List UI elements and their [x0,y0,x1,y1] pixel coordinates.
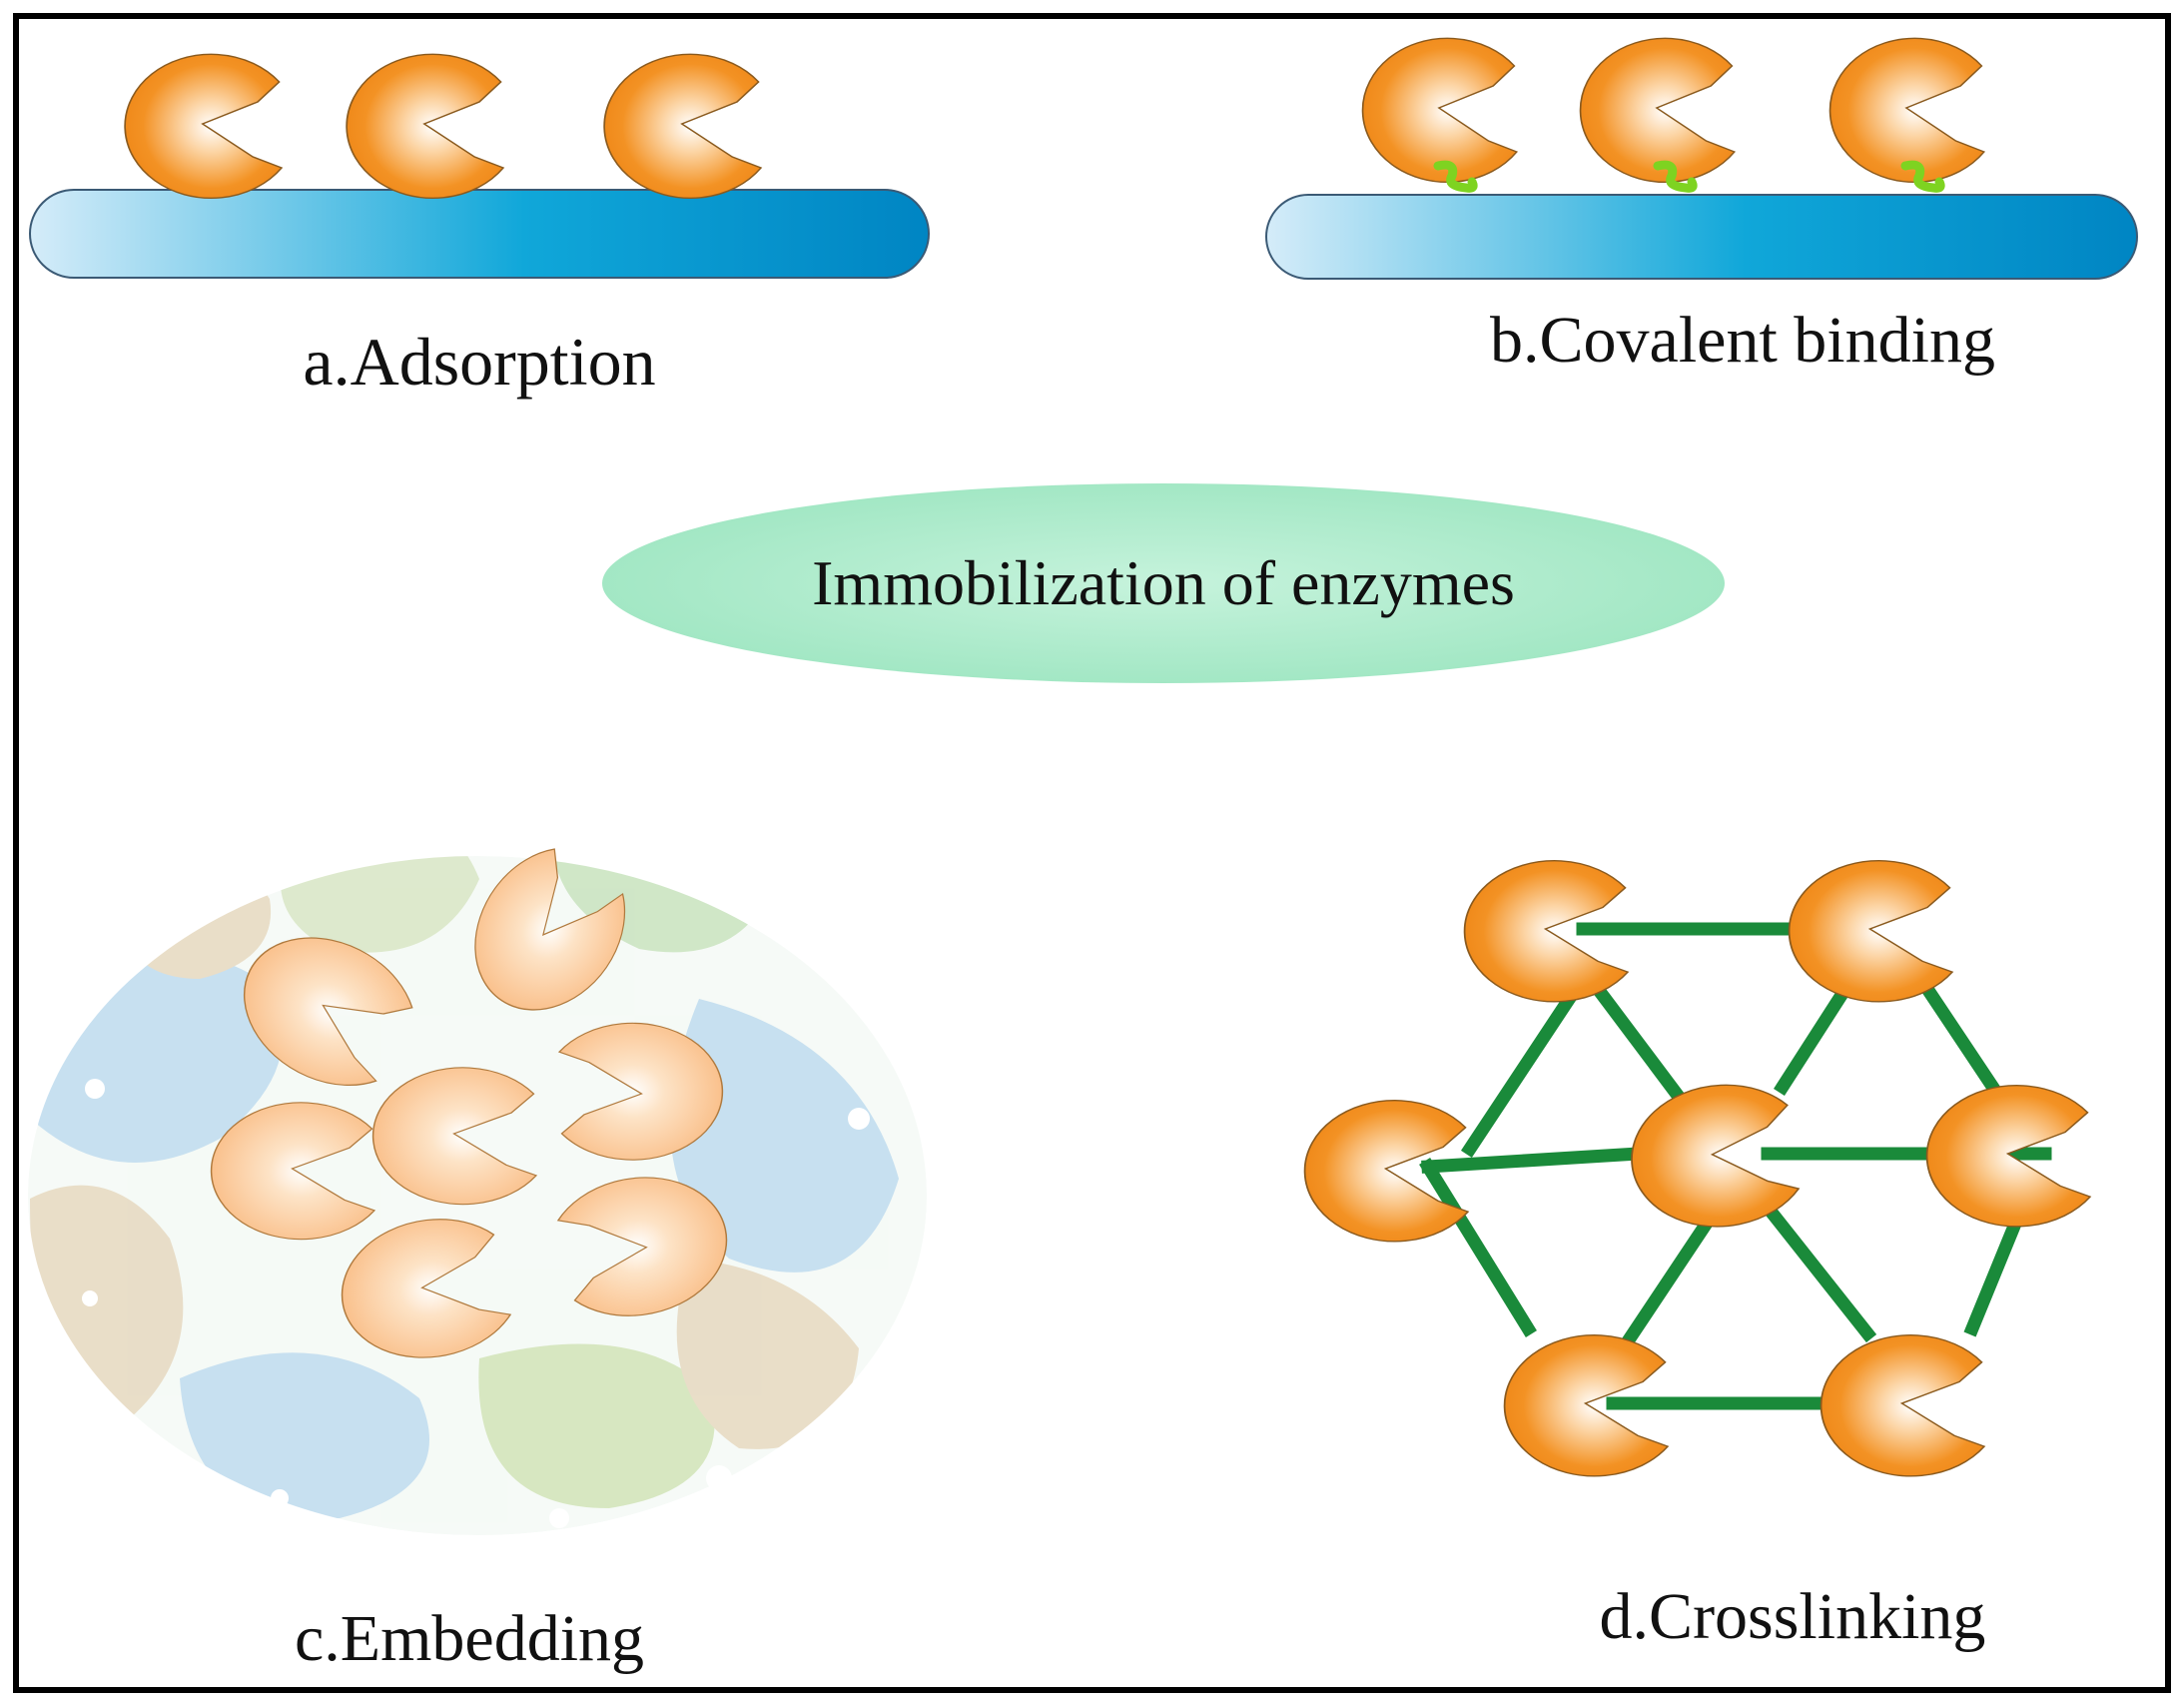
crosslink-bond [1588,979,1698,1119]
panel-label-a: a.Adsorption [303,324,655,400]
panel-covalent-binding: b.Covalent binding [1265,37,2138,377]
crosslink-bond [1774,980,1854,1096]
panel-label-c: c.Embedding [295,1602,644,1675]
panel-adsorption: a.Adsorption [29,53,930,400]
title-text: Immobilization of enzymes [812,547,1515,618]
crosslink-bond [1963,1215,2024,1337]
covalent-linker-icon [1433,160,1478,193]
crosslink-bond [1763,1204,1877,1343]
crosslink-bonds [1419,922,2052,1410]
covalent-linker-icon [1900,160,1945,193]
crosslink-bond [1620,1209,1720,1348]
carrier-bar [29,189,930,279]
title-badge: Immobilization of enzymes [602,483,1725,683]
panel-label-d: d.Crosslinking [1600,1580,1986,1653]
carrier-bar [1265,194,2138,280]
crosslink-bond [1421,1147,1645,1174]
title-ellipse [602,483,1725,683]
crosslink-bond [1419,1158,1537,1337]
panel-label-b: b.Covalent binding [1490,304,1995,377]
crosslink-bond [1460,979,1586,1159]
covalent-linker-icon [1653,160,1698,193]
panel-crosslinking: d.Crosslinking [1303,859,2091,1653]
